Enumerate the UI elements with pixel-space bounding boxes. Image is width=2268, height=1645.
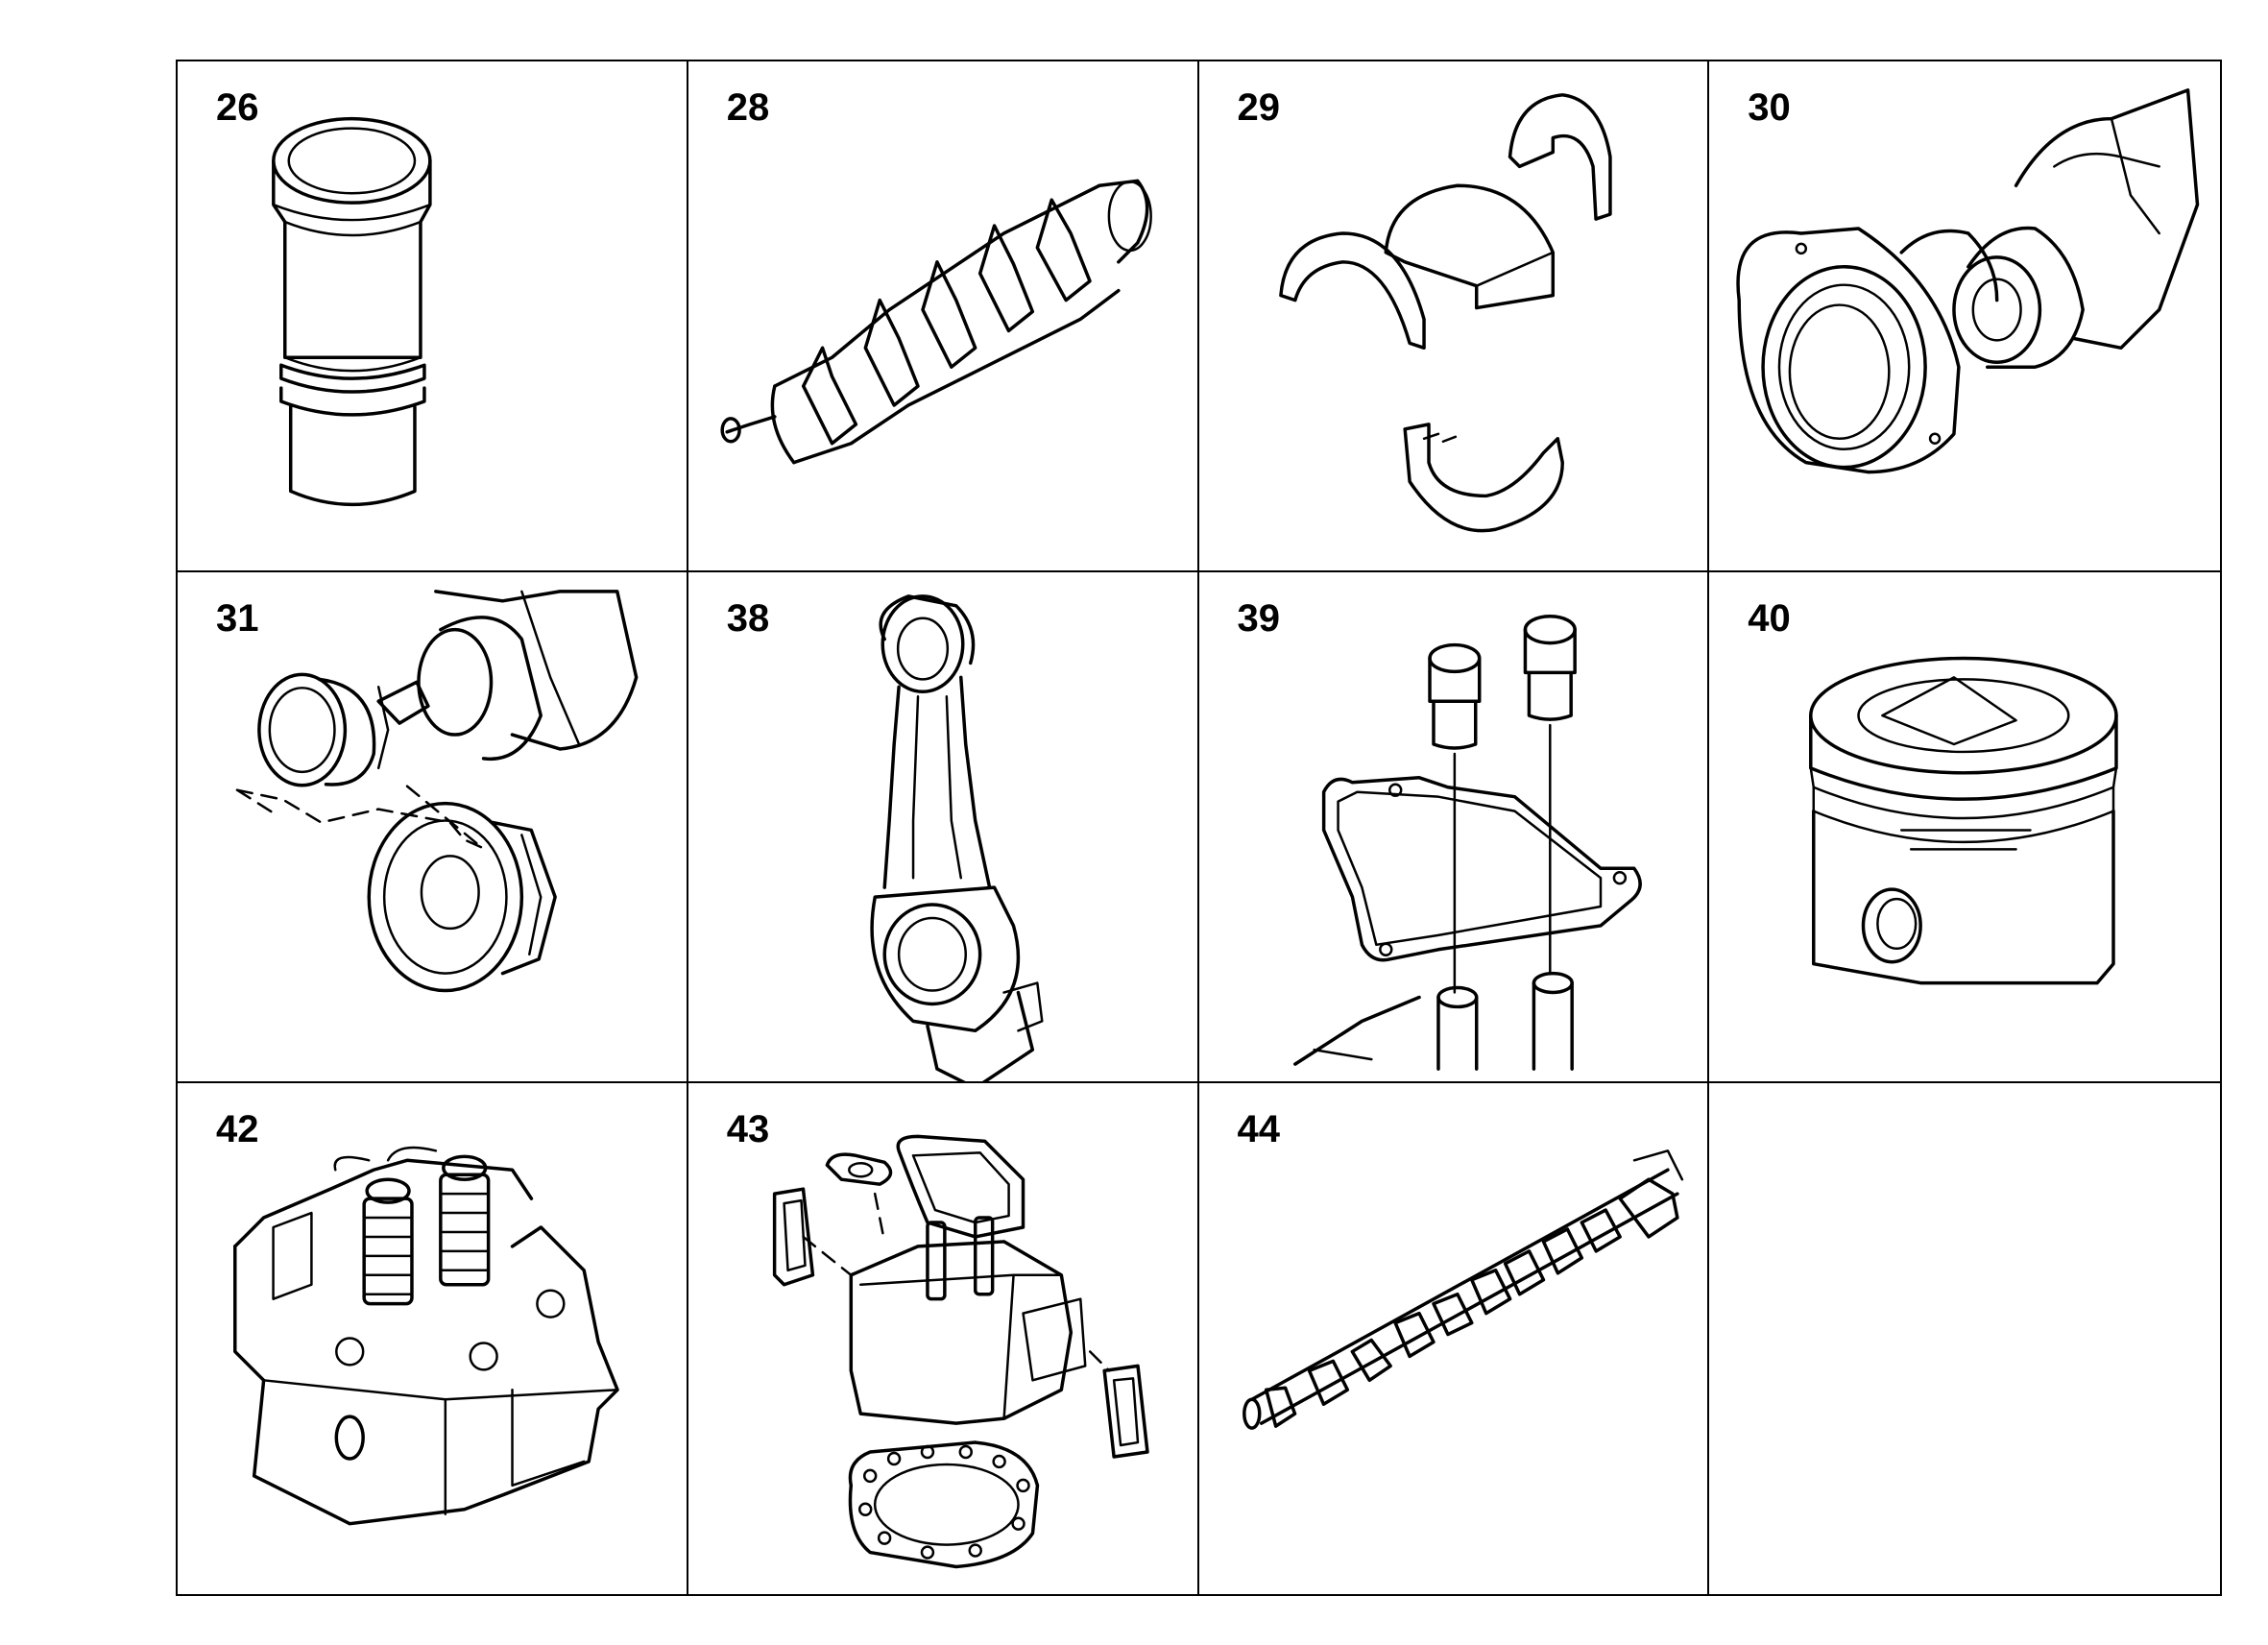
part-cell-40[interactable]: 40	[1709, 572, 2220, 1083]
part-cell-42[interactable]: 42	[178, 1083, 688, 1594]
connecting-rod-icon	[870, 594, 1044, 1081]
valve-guide-gasket-icon	[1292, 615, 1642, 1071]
part-cell-38[interactable]: 38	[688, 572, 1199, 1083]
part-cell-43[interactable]: 43	[688, 1083, 1199, 1594]
part-number: 28	[726, 86, 770, 129]
part-number: 40	[1748, 597, 1791, 640]
part-cell-31[interactable]: 31	[178, 572, 688, 1083]
part-number: 26	[216, 86, 259, 129]
part-cell-30[interactable]: 30	[1709, 61, 2220, 572]
part-cell-26[interactable]: 26	[178, 61, 688, 572]
gasket-set-icon	[772, 1134, 1149, 1569]
cylinder-head-icon	[233, 1146, 619, 1526]
empty-cell	[1709, 1083, 2220, 1594]
parts-grid: 26 28	[176, 60, 2222, 1596]
part-number: 31	[216, 597, 259, 640]
part-number: 44	[1237, 1108, 1281, 1150]
part-cell-44[interactable]: 44	[1199, 1083, 1710, 1594]
bearing-shells-icon	[1278, 93, 1612, 533]
crankshaft-seal-housing-icon	[1736, 88, 2200, 474]
piston-icon	[1809, 656, 2118, 985]
part-number: 38	[726, 597, 770, 640]
part-number: 42	[216, 1108, 259, 1150]
cylinder-liner-icon	[272, 116, 432, 507]
camshaft-icon	[1242, 1149, 1683, 1430]
part-cell-29[interactable]: 29	[1198, 61, 1710, 572]
part-cell-39[interactable]: 39	[1198, 572, 1710, 1083]
crankshaft-gear-icon	[235, 590, 639, 993]
part-number: 39	[1237, 597, 1281, 640]
part-number: 43	[726, 1108, 770, 1150]
part-cell-28[interactable]: 28	[688, 61, 1199, 572]
crankshaft-icon	[720, 179, 1152, 465]
part-number: 30	[1748, 86, 1791, 129]
part-number: 29	[1237, 86, 1281, 129]
